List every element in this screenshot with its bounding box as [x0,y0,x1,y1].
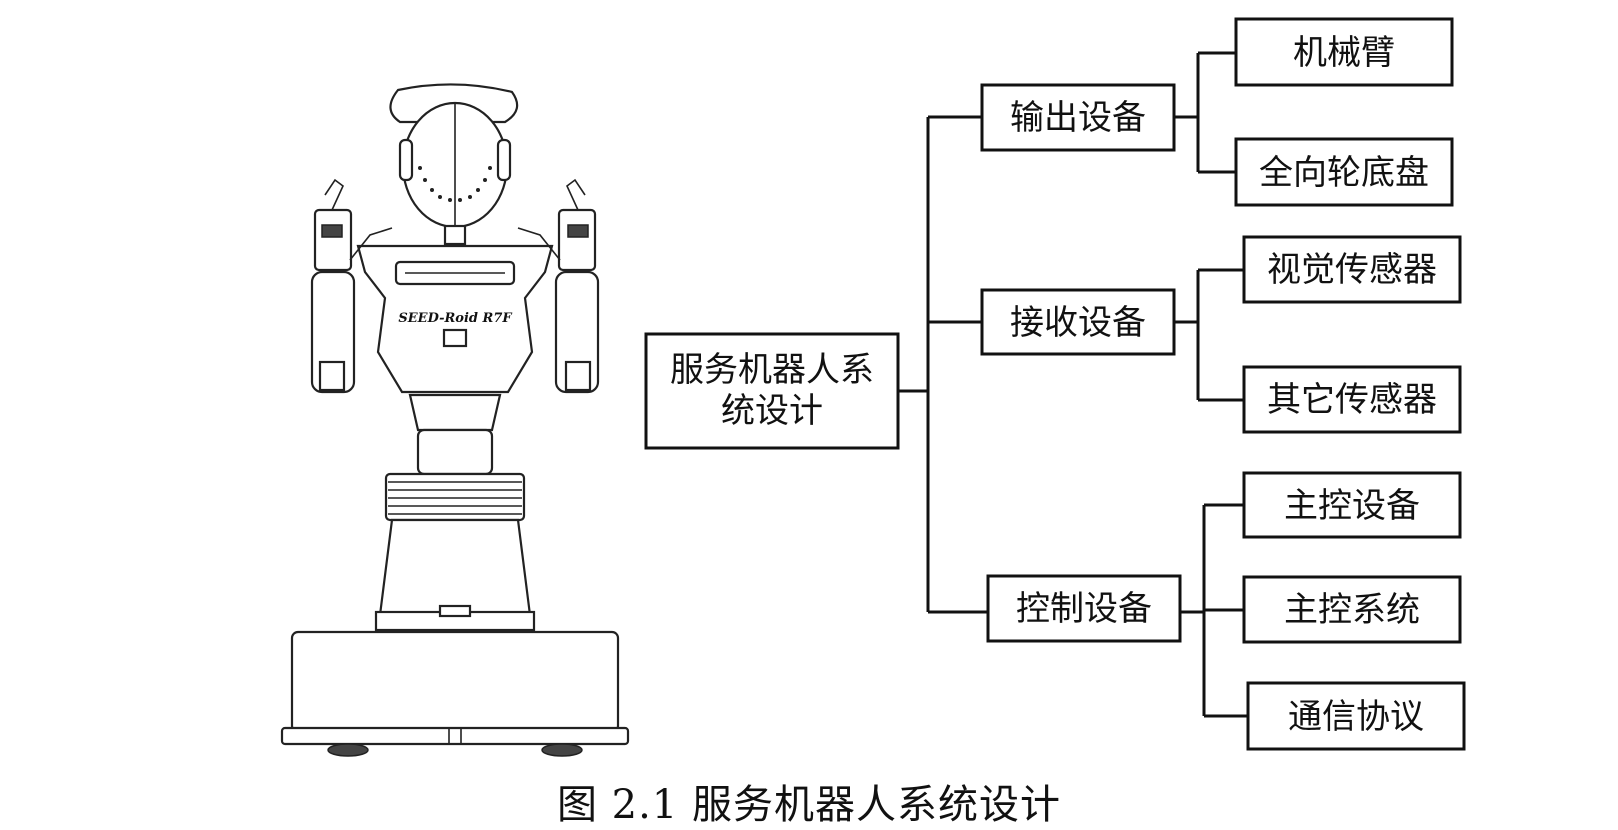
leaf-robot-arm: 机械臂 [1234,17,1454,87]
figure-caption: 图 2.1 服务机器人系统设计 [556,782,1062,828]
leaf-other-sensors: 其它传感器 [1242,365,1462,434]
root-node: 服务机器人系 统设计 [644,332,900,450]
leaf-robot-arm-label: 机械臂 [1293,33,1395,73]
leaf-communication-protocol-label: 通信协议 [1288,697,1424,737]
leaf-main-control-system-label: 主控系统 [1284,590,1420,630]
leaf-omni-wheel-chassis: 全向轮底盘 [1234,137,1454,207]
node-receiving-devices: 接收设备 [980,288,1176,356]
robot-left-arm [310,178,393,394]
leaf-omni-wheel-chassis-label: 全向轮底盘 [1259,153,1429,193]
leaf-main-control-device-label: 主控设备 [1284,486,1420,526]
robot-right-arm [517,178,600,394]
node-output-devices-label: 输出设备 [1010,98,1146,138]
leaf-other-sensors-label: 其它传感器 [1267,380,1437,420]
node-output-devices: 输出设备 [980,83,1176,152]
robot-chest-label: SEED-Roid R7F [398,311,512,326]
leaf-main-control-device: 主控设备 [1242,471,1462,539]
node-control-devices-label: 控制设备 [1016,589,1152,629]
root-node-line-2: 统设计 [721,391,823,431]
leaf-communication-protocol: 通信协议 [1246,681,1466,751]
node-receiving-devices-label: 接收设备 [1010,303,1146,343]
robot-illustration: SEED-Roid R7F [280,83,630,757]
tree-connectors [898,51,1248,718]
leaf-main-control-system: 主控系统 [1242,575,1462,644]
root-node-line-1: 服务机器人系 [670,350,874,390]
node-control-devices: 控制设备 [986,574,1182,643]
leaf-vision-sensor: 视觉传感器 [1242,235,1462,304]
leaf-vision-sensor-label: 视觉传感器 [1267,250,1437,290]
